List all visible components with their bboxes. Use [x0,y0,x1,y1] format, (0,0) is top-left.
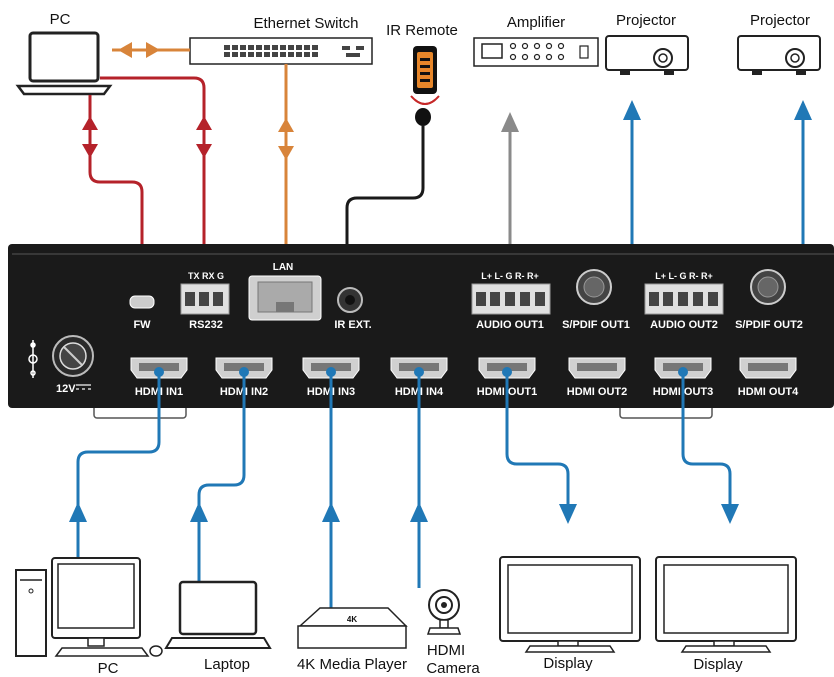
audio-out2-pin-labels: L+ L- G R- R+ [655,271,713,281]
display-icon [655,556,797,653]
ir-cable [345,108,431,298]
lan-port [248,275,322,321]
audio-out1-pin-labels: L+ L- G R- R+ [481,271,539,281]
media-player-icon [297,607,408,649]
projector-icon [605,35,689,75]
pc-laptop-icon [15,31,113,96]
spdif-out1-port [576,269,612,305]
rs232-label: RS232 [189,319,223,331]
audio-out1-terminal-block [471,283,551,315]
fw-port [129,295,155,309]
camera-icon [426,589,462,635]
ir-ext-label: IR EXT. [334,319,371,331]
amplifier-label: Amplifier [507,14,565,31]
ir-remote-label: IR Remote [386,22,458,39]
rs232-terminal-block [180,283,230,315]
power-symbol-icon [28,340,38,378]
pc-desktop-icon [15,557,163,657]
spdif-out2-port [750,269,786,305]
video-cable-out1-display [502,367,577,524]
dc-symbol-icon [76,384,91,390]
ethernet-switch-icon [189,37,373,65]
audio-out2-terminal-block [644,283,724,315]
amplifier-icon [473,37,599,67]
network-cable-pc-switch [112,42,190,58]
video-cable-camera-in4 [410,367,428,588]
projector-1-label: Projector [616,12,676,29]
ir-remote-icon [410,46,440,105]
media-player-badge: 4K [347,615,357,624]
hdmi-output-label: HDMI OUT2 [567,386,628,398]
laptop-icon [164,580,272,649]
spdif-out2-label: S/PDIF OUT2 [735,319,803,331]
spdif-out1-label: S/PDIF OUT1 [562,319,630,331]
rs232-pin-labels: TX RX G [188,271,224,281]
display-2-label: Display [693,656,743,673]
audio-out1-label: AUDIO OUT1 [476,319,544,331]
media-player-label: 4K Media Player [297,656,407,673]
video-cable-player-in3 [322,367,340,608]
video-cable-pc-in1 [69,367,164,558]
pc-bottom-label: PC [98,660,119,677]
hdmi-port-socket [748,363,788,371]
video-cable-laptop-in2 [190,367,249,582]
pc-top-label: PC [50,11,71,28]
power-jack [52,335,94,377]
fw-label: FW [133,319,151,331]
projector-icon [737,35,821,75]
ethernet-switch-label: Ethernet Switch [253,15,358,32]
laptop-label: Laptop [204,656,250,673]
power-label: 12V [56,383,76,395]
ir-ext-jack [337,287,363,313]
camera-label-line2: Camera [426,660,480,677]
display-1-label: Display [543,655,593,672]
audio-out2-label: AUDIO OUT2 [650,319,718,331]
display-icon [499,556,641,653]
projector-2-label: Projector [750,12,810,29]
camera-label-line1: HDMI [427,642,465,659]
lan-label: LAN [273,262,294,273]
video-cable-out3-display [678,367,739,524]
hdmi-port-socket [577,363,617,371]
hdmi-output-label: HDMI OUT4 [738,386,799,398]
